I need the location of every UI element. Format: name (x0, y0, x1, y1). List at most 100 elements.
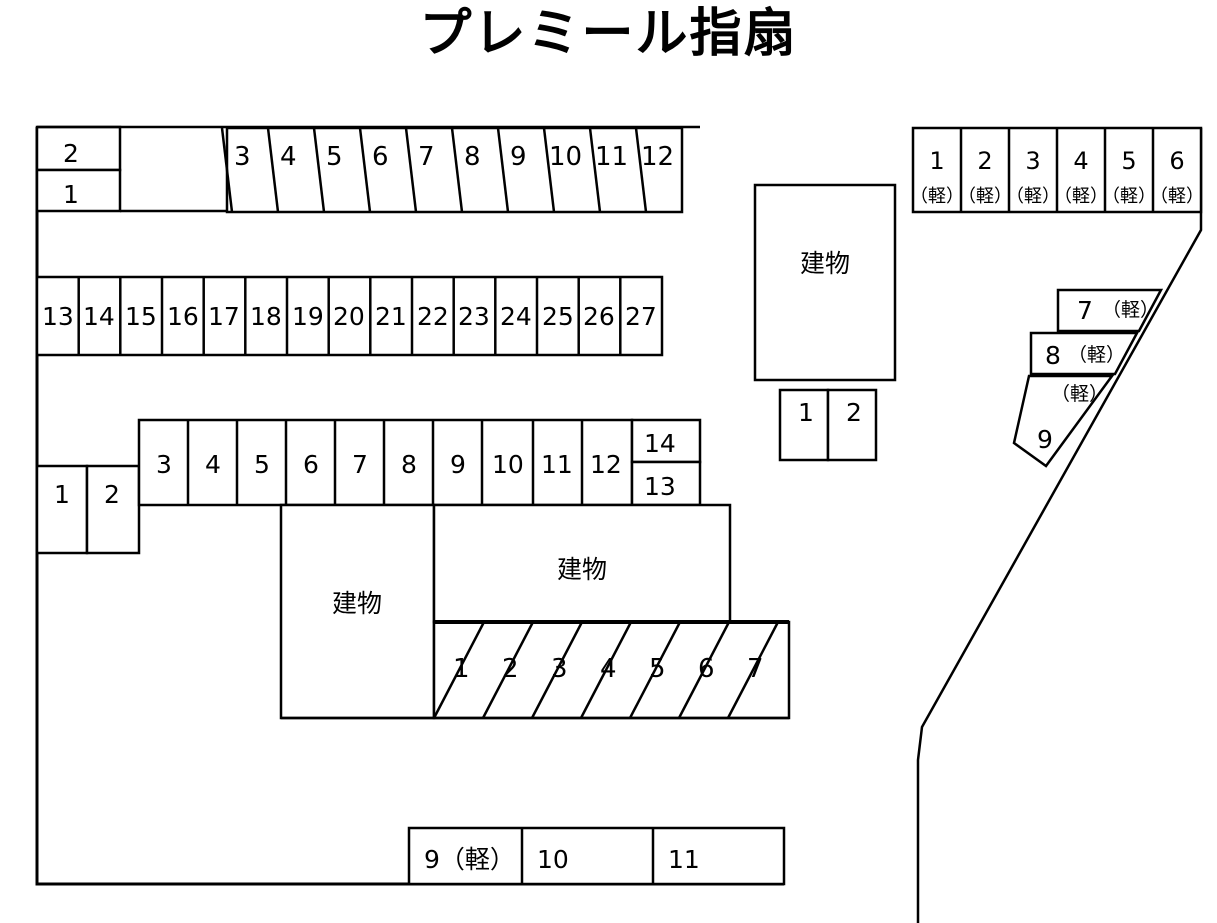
middle-parking-row (137, 418, 634, 507)
row-outline (137, 418, 634, 507)
light-car-note: （軽） (1054, 186, 1108, 207)
bottom-parking-row (407, 826, 786, 886)
top-angled-row-labels: 3 4 5 6 7 8 9 10 11 12 (234, 142, 674, 172)
space-label: 24 (500, 302, 532, 331)
space-label: 8 (401, 450, 417, 479)
space-label: 8 (1045, 341, 1061, 370)
space-label: 15 (125, 302, 157, 331)
space-label: 1 (54, 480, 70, 509)
space-label: 11 (595, 142, 628, 172)
space-label: 12 (590, 450, 622, 479)
diagonal-light-car-space-8[interactable] (1029, 331, 1140, 376)
light-car-note: （軽） (1102, 299, 1159, 321)
angled-row-outline (225, 126, 684, 214)
space-label: 14 (644, 429, 676, 458)
middle-row-labels: 3 4 5 6 7 8 9 10 11 12 (156, 450, 622, 479)
space-label: 1 (453, 654, 470, 684)
space-label: 1 (798, 398, 814, 427)
light-car-note: （軽） (958, 186, 1012, 207)
space-label: 11 (668, 845, 700, 874)
space-label: 4 (280, 142, 297, 172)
space-label: 12 (641, 142, 674, 172)
space-box[interactable] (778, 388, 830, 462)
space-label: 7 (1077, 296, 1093, 325)
diagonal-light-car-space-9[interactable] (1012, 374, 1115, 468)
space-label: 2 (502, 654, 519, 684)
bottom-row-labels: 9（軽） 10 11 (424, 845, 700, 874)
space-box[interactable] (35, 464, 89, 555)
space-label: 5 (1121, 147, 1136, 175)
space-label: 20 (333, 302, 365, 331)
space-label: 14 (83, 302, 115, 331)
bottom-angled-row-dividers (432, 621, 780, 719)
light-car-note: （軽） (910, 186, 964, 207)
space-label: 3 (156, 450, 172, 479)
building-label: 建物 (332, 589, 382, 618)
second-parking-row (35, 275, 664, 357)
building-outline (432, 503, 732, 624)
space-label: 4 (205, 450, 221, 479)
row-outline (35, 275, 664, 357)
building-label: 建物 (800, 249, 850, 278)
space-box[interactable] (35, 168, 122, 213)
bottom-angled-row-labels: 1 2 3 4 5 6 7 (453, 654, 764, 684)
space-label: 1 (63, 180, 79, 209)
bottom-row-connector-lines (281, 620, 789, 720)
upper-right-light-car-labels: 1 （軽） 2 （軽） 3 （軽） 4 （軽） 5 （軽） 6 （軽） (910, 147, 1204, 207)
space-label: 9 (450, 450, 466, 479)
space-label: 16 (167, 302, 199, 331)
space-label: 1 (929, 147, 944, 175)
space-box[interactable] (1012, 374, 1115, 468)
space-label: 4 (600, 654, 617, 684)
building-outline (279, 503, 436, 720)
second-row-labels: 13 14 15 16 17 18 19 20 21 22 23 24 25 2… (42, 302, 657, 331)
light-car-note: （軽） (1006, 186, 1060, 207)
space-label: 7 (418, 142, 435, 172)
space-label: 3 (551, 654, 568, 684)
space-box[interactable] (35, 125, 122, 172)
space-label: 5 (326, 142, 343, 172)
upper-right-light-car-row (911, 126, 1203, 214)
space-label: 7 (747, 654, 764, 684)
space-label: 23 (458, 302, 490, 331)
space-label: 26 (583, 302, 615, 331)
space-label: 6 (698, 654, 715, 684)
second-row-dividers (77, 277, 622, 355)
space-box[interactable] (1056, 288, 1164, 333)
space-label: 6 (303, 450, 319, 479)
space-label: 25 (542, 302, 574, 331)
space-label: 3 (234, 142, 251, 172)
space-label: 9（軽） (424, 845, 515, 874)
top-angled-parking-row (225, 126, 684, 214)
center-building (432, 503, 732, 624)
space-label: 18 (250, 302, 282, 331)
space-label: 9 (1037, 425, 1053, 454)
space-label: 22 (417, 302, 449, 331)
space-label: 6 (372, 142, 389, 172)
row-outline (407, 826, 786, 886)
light-car-note: （軽） (1068, 344, 1125, 366)
space-label: 4 (1073, 147, 1088, 175)
space-label: 3 (1025, 147, 1040, 175)
site-boundary-right-edge (916, 128, 1203, 923)
light-car-note: （軽） (1051, 383, 1108, 405)
space-label: 5 (254, 450, 270, 479)
light-car-note: （軽） (1102, 186, 1156, 207)
space-label: 10 (537, 845, 569, 874)
space-label: 10 (549, 142, 582, 172)
diagonal-light-car-space-7[interactable] (1056, 288, 1164, 333)
middle-left-parking-pair (35, 464, 141, 555)
space-label: 13 (42, 302, 74, 331)
space-label: 6 (1169, 147, 1184, 175)
space-box[interactable] (826, 388, 878, 462)
space-label: 10 (492, 450, 524, 479)
space-label: 9 (510, 142, 527, 172)
space-label: 19 (292, 302, 324, 331)
space-box[interactable] (85, 464, 141, 555)
space-box[interactable] (630, 418, 702, 464)
top-left-stacked-spaces (35, 125, 122, 213)
space-label: 2 (104, 480, 120, 509)
space-box[interactable] (1029, 331, 1140, 376)
